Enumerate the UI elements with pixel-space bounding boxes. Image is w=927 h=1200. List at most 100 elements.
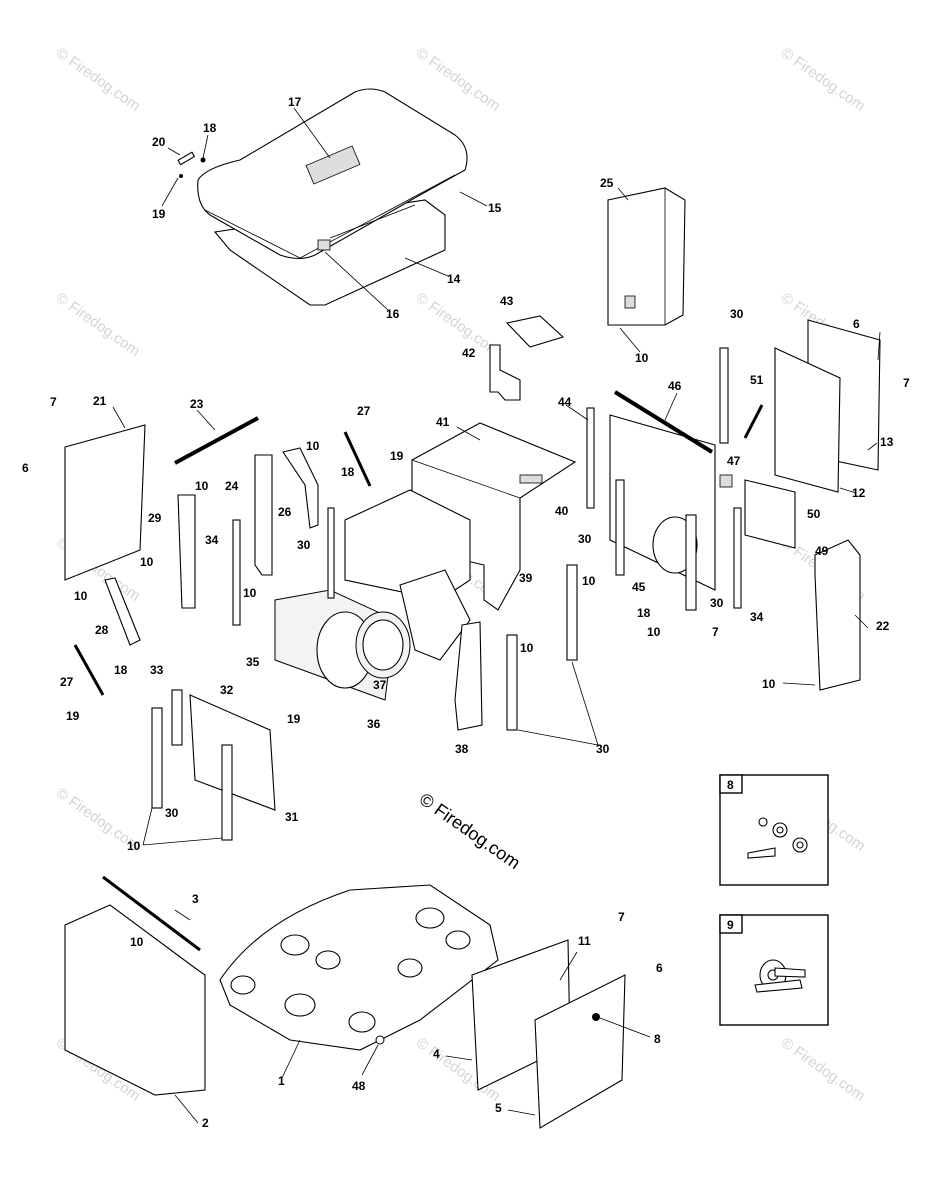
callout-30: 30: [730, 307, 744, 321]
callout-18: 18: [341, 465, 355, 479]
callout-19: 19: [390, 449, 404, 463]
rails-left: [177, 454, 335, 626]
callout-48: 48: [352, 1079, 366, 1093]
callout-43: 43: [500, 294, 514, 308]
callout-51: 51: [750, 373, 764, 387]
callout-7: 7: [50, 395, 57, 409]
callout-10: 10: [195, 479, 209, 493]
watermark: © Firedog.com: [778, 44, 869, 114]
callout-45: 45: [632, 580, 646, 594]
rear-panel: [607, 187, 686, 326]
callout-50: 50: [807, 507, 821, 521]
callout-8: 8: [654, 1032, 661, 1046]
callout-10: 10: [130, 935, 144, 949]
callout-30: 30: [596, 742, 610, 756]
lid-assembly: [197, 88, 468, 306]
callout-27: 27: [60, 675, 74, 689]
callout-36: 36: [367, 717, 381, 731]
callout-27: 27: [357, 404, 371, 418]
copyright-label: © Firedog.com: [416, 789, 524, 873]
callout-19: 19: [287, 712, 301, 726]
callout-13: 13: [880, 435, 894, 449]
callout-30: 30: [710, 596, 724, 610]
callout-10: 10: [74, 589, 88, 603]
callout-34: 34: [750, 610, 764, 624]
callout-34: 34: [205, 533, 219, 547]
callout-19: 19: [66, 709, 80, 723]
callout-44: 44: [558, 395, 572, 409]
callout-16: 16: [386, 307, 400, 321]
callout-31: 31: [285, 810, 299, 824]
callout-10: 10: [306, 439, 320, 453]
inset-9-lock: 9: [719, 914, 829, 1026]
right-panels: [506, 390, 716, 731]
struts: [73, 431, 372, 696]
callout-6: 6: [853, 317, 860, 331]
callout-15: 15: [488, 201, 502, 215]
callout-10: 10: [140, 555, 154, 569]
callout-1: 1: [278, 1074, 285, 1088]
callout-23: 23: [190, 397, 204, 411]
callout-5: 5: [495, 1101, 502, 1115]
callout-10: 10: [520, 641, 534, 655]
callout-40: 40: [555, 504, 569, 518]
far-right-panels: [719, 319, 881, 691]
callout-19: 19: [152, 207, 166, 221]
callout-49: 49: [815, 544, 829, 558]
callout-33: 33: [150, 663, 164, 677]
callout-labels: 17 18 20 19 15 14 16 25 10 43 42 30 6 7 …: [22, 95, 910, 1130]
callout-18: 18: [203, 121, 217, 135]
callout-20: 20: [152, 135, 166, 149]
lower-left-panels: [151, 689, 276, 841]
callout-7: 7: [712, 625, 719, 639]
callout-42: 42: [462, 346, 476, 360]
callout-29: 29: [148, 511, 162, 525]
bracket-42-43: [489, 315, 565, 401]
callout-3: 3: [192, 892, 199, 906]
leader-lines: [112, 107, 881, 1124]
callout-47: 47: [727, 454, 741, 468]
callout-6: 6: [22, 461, 29, 475]
callout-18: 18: [114, 663, 128, 677]
callout-30: 30: [578, 532, 592, 546]
callout-2: 2: [202, 1116, 209, 1130]
callout-10: 10: [127, 839, 141, 853]
callout-21: 21: [93, 394, 107, 408]
callout-17: 17: [288, 95, 302, 109]
inset-8-label: 8: [727, 778, 734, 792]
callout-24: 24: [225, 479, 239, 493]
burner-38: [399, 569, 483, 731]
callout-32: 32: [220, 683, 234, 697]
callout-28: 28: [95, 623, 109, 637]
watermark: © Firedog.com: [413, 44, 504, 114]
callout-35: 35: [246, 655, 260, 669]
callout-37: 37: [373, 678, 387, 692]
callout-4: 4: [433, 1047, 440, 1061]
watermark: © Firedog.com: [53, 289, 144, 359]
callout-6: 6: [656, 961, 663, 975]
inset-8-lock-kit: 8: [719, 774, 829, 886]
inset-9-label: 9: [727, 918, 734, 932]
callout-11: 11: [578, 934, 591, 948]
callout-38: 38: [455, 742, 469, 756]
callout-26: 26: [278, 505, 292, 519]
callout-12: 12: [852, 486, 866, 500]
side-panel-21: [64, 424, 146, 581]
callout-14: 14: [447, 272, 461, 286]
fasteners-top-left: [177, 151, 206, 178]
callout-7: 7: [903, 376, 910, 390]
callout-10: 10: [582, 574, 596, 588]
callout-7: 7: [618, 910, 625, 924]
callout-25: 25: [600, 176, 614, 190]
callout-10: 10: [635, 351, 649, 365]
callout-41: 41: [436, 415, 450, 429]
callout-46: 46: [668, 379, 682, 393]
callout-10: 10: [762, 677, 776, 691]
callout-10: 10: [647, 625, 661, 639]
callout-39: 39: [519, 571, 533, 585]
callout-22: 22: [876, 619, 890, 633]
watermark: © Firedog.com: [53, 44, 144, 114]
bottom-cabinet: [64, 875, 626, 1129]
